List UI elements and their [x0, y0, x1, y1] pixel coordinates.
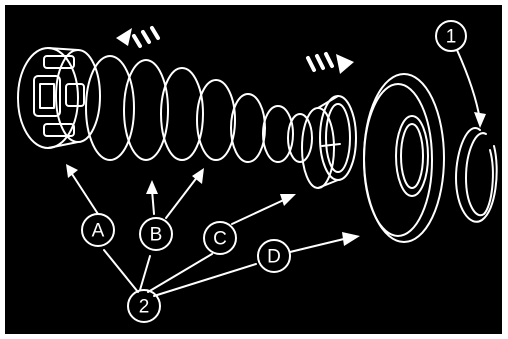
callout-c: C: [203, 221, 237, 255]
callout-1-label: 1: [446, 27, 457, 48]
coil-spring: [85, 55, 313, 163]
callout-d: D: [257, 239, 291, 273]
callout-1: 1: [435, 20, 467, 52]
snap-ring: [455, 127, 498, 223]
arrow-left-icon: [116, 26, 160, 48]
callout-2: 2: [127, 289, 161, 323]
pressure-disc: [363, 73, 445, 243]
callout-leaders: [66, 49, 486, 297]
callout-2-label: 2: [139, 297, 150, 318]
callout-c-label: C: [213, 229, 227, 250]
callout-a: A: [81, 213, 115, 247]
callout-a-label: A: [92, 221, 105, 242]
callout-b: B: [139, 217, 173, 251]
callout-d-label: D: [267, 247, 281, 268]
diagram-panel: [5, 5, 502, 334]
callout-b-label: B: [150, 225, 163, 246]
spring-retainer-cage: [17, 47, 101, 149]
arrow-right-icon: [306, 52, 354, 74]
sleeve-cylinder: [301, 95, 357, 189]
